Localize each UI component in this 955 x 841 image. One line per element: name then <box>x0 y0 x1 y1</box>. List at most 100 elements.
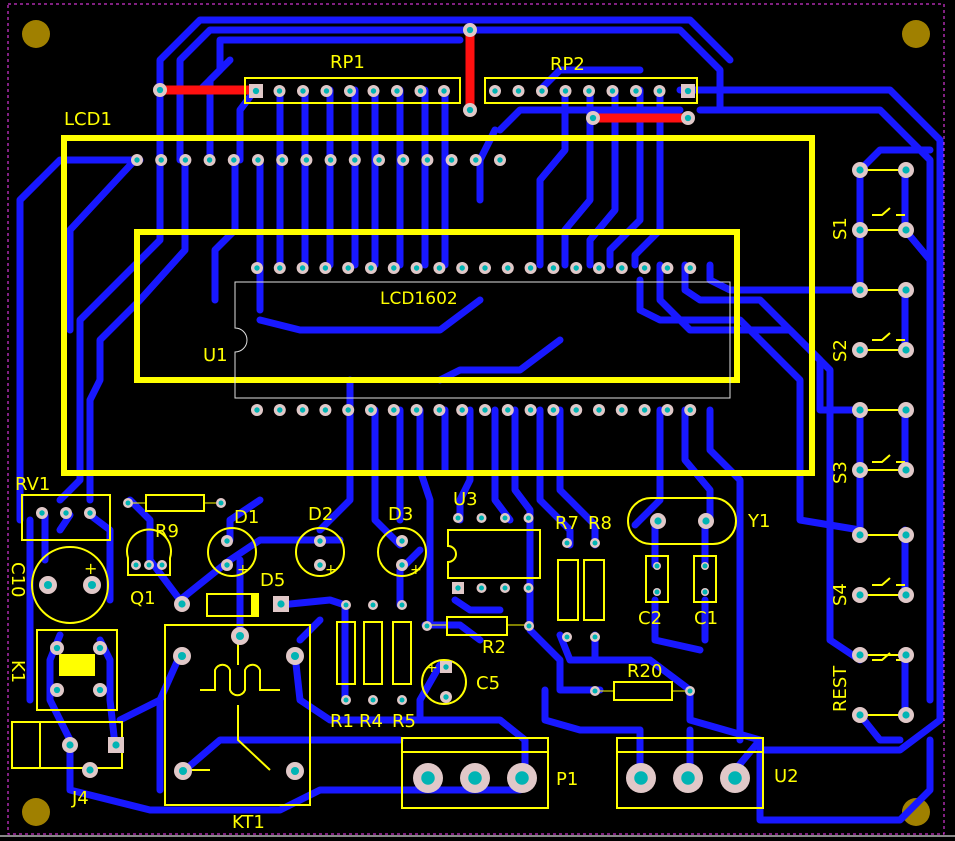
pad-hole <box>134 157 140 163</box>
pad-hole <box>526 623 532 629</box>
pad-hole <box>441 88 447 94</box>
pad-hole <box>455 585 461 591</box>
pad-hole <box>252 87 260 95</box>
label-d2: D2 <box>308 504 333 525</box>
pad-hole <box>322 407 329 413</box>
pad-hole <box>466 106 474 114</box>
mount-holes <box>22 20 930 826</box>
pad-hole <box>656 88 663 94</box>
label-c1: C1 <box>694 608 718 629</box>
pad-hole <box>158 157 164 163</box>
label-r7: R7 <box>555 513 579 534</box>
pads <box>36 23 914 793</box>
pad-hole <box>86 766 94 774</box>
pad-hole <box>468 771 482 785</box>
pad-hole <box>443 694 449 700</box>
pad-hole <box>254 407 260 413</box>
pad-hole <box>43 580 53 590</box>
pad-hole <box>53 644 61 652</box>
pad-hole <box>526 515 531 521</box>
label-k1: K1 <box>7 660 28 683</box>
pad-hole <box>609 88 616 94</box>
pad-hole <box>856 591 864 599</box>
pad-hole <box>413 265 420 271</box>
rp2-outline <box>484 77 698 104</box>
label-rp2: RP2 <box>550 54 585 75</box>
pad-hole <box>224 538 230 544</box>
polarity-c10: + <box>84 559 97 578</box>
pad-hole <box>323 88 330 94</box>
label-c2: C2 <box>638 608 662 629</box>
label-j4: J4 <box>71 788 89 809</box>
pad-hole <box>856 651 864 659</box>
label-rest: REST <box>830 665 851 712</box>
bottom-copper-traces <box>160 30 690 123</box>
pad-hole <box>502 515 508 521</box>
pad-hole <box>482 407 488 413</box>
mount-hole <box>22 798 50 826</box>
pad-hole <box>206 157 213 163</box>
pad-hole <box>702 589 708 595</box>
d3-outline <box>377 527 427 577</box>
pad-hole <box>482 265 488 271</box>
pad-hole <box>856 531 864 539</box>
pad-hole <box>902 651 910 659</box>
mount-hole <box>22 20 50 48</box>
pad-hole <box>317 538 323 544</box>
r8-outline <box>583 559 605 621</box>
r4-outline <box>363 621 383 685</box>
pad-hole <box>459 265 465 271</box>
pad-hole <box>96 644 104 652</box>
r1-outline <box>336 621 356 685</box>
c5-outline <box>421 659 467 705</box>
pad-hole <box>856 711 864 719</box>
label-c10: C10 <box>7 562 28 597</box>
label-s2: S2 <box>830 339 851 362</box>
pad-hole <box>856 406 864 414</box>
pad-hole <box>459 407 465 413</box>
pad-hole <box>347 88 353 94</box>
pad-hole <box>235 631 245 641</box>
label-y1: Y1 <box>747 511 770 532</box>
mount-hole <box>902 798 930 826</box>
pad-hole <box>66 741 74 749</box>
label-u1: U1 <box>203 345 228 366</box>
pad-hole <box>231 157 237 163</box>
pad-hole <box>177 651 187 661</box>
label-rp1: RP1 <box>330 52 365 73</box>
pad-hole <box>466 26 474 34</box>
pad-hole <box>96 686 104 694</box>
pad-hole <box>255 157 261 163</box>
pad-hole <box>702 563 708 569</box>
pad-hole <box>424 157 431 163</box>
label-lcd1: LCD1 <box>64 109 112 130</box>
pad-hole <box>424 623 430 629</box>
polarity-d2: + <box>325 562 337 578</box>
pad-hole <box>277 407 283 413</box>
pad-hole <box>573 407 579 413</box>
r2-outline <box>446 616 508 636</box>
label-s4: S4 <box>830 583 851 606</box>
polarity-d1: + <box>237 562 249 578</box>
r7-outline <box>557 559 579 621</box>
pad-hole <box>133 562 139 568</box>
pad-hole <box>592 688 598 694</box>
pad-hole <box>596 407 602 413</box>
pad-hole <box>399 562 405 568</box>
pad-hole <box>391 265 397 271</box>
pad-hole <box>902 346 910 354</box>
label-q1: Q1 <box>130 588 156 609</box>
p1-outline <box>401 737 549 809</box>
kt1-coil <box>185 640 280 771</box>
mount-hole <box>902 20 930 48</box>
label-u3: U3 <box>453 489 478 510</box>
label-r4: R4 <box>359 711 383 732</box>
pad-hole <box>902 591 910 599</box>
rv1-outline <box>21 494 111 541</box>
label-d1: D1 <box>234 507 259 528</box>
pad-hole <box>276 88 283 94</box>
pad-hole <box>399 697 405 703</box>
pad-hole <box>856 226 864 234</box>
label-rv1: RV1 <box>15 474 50 495</box>
